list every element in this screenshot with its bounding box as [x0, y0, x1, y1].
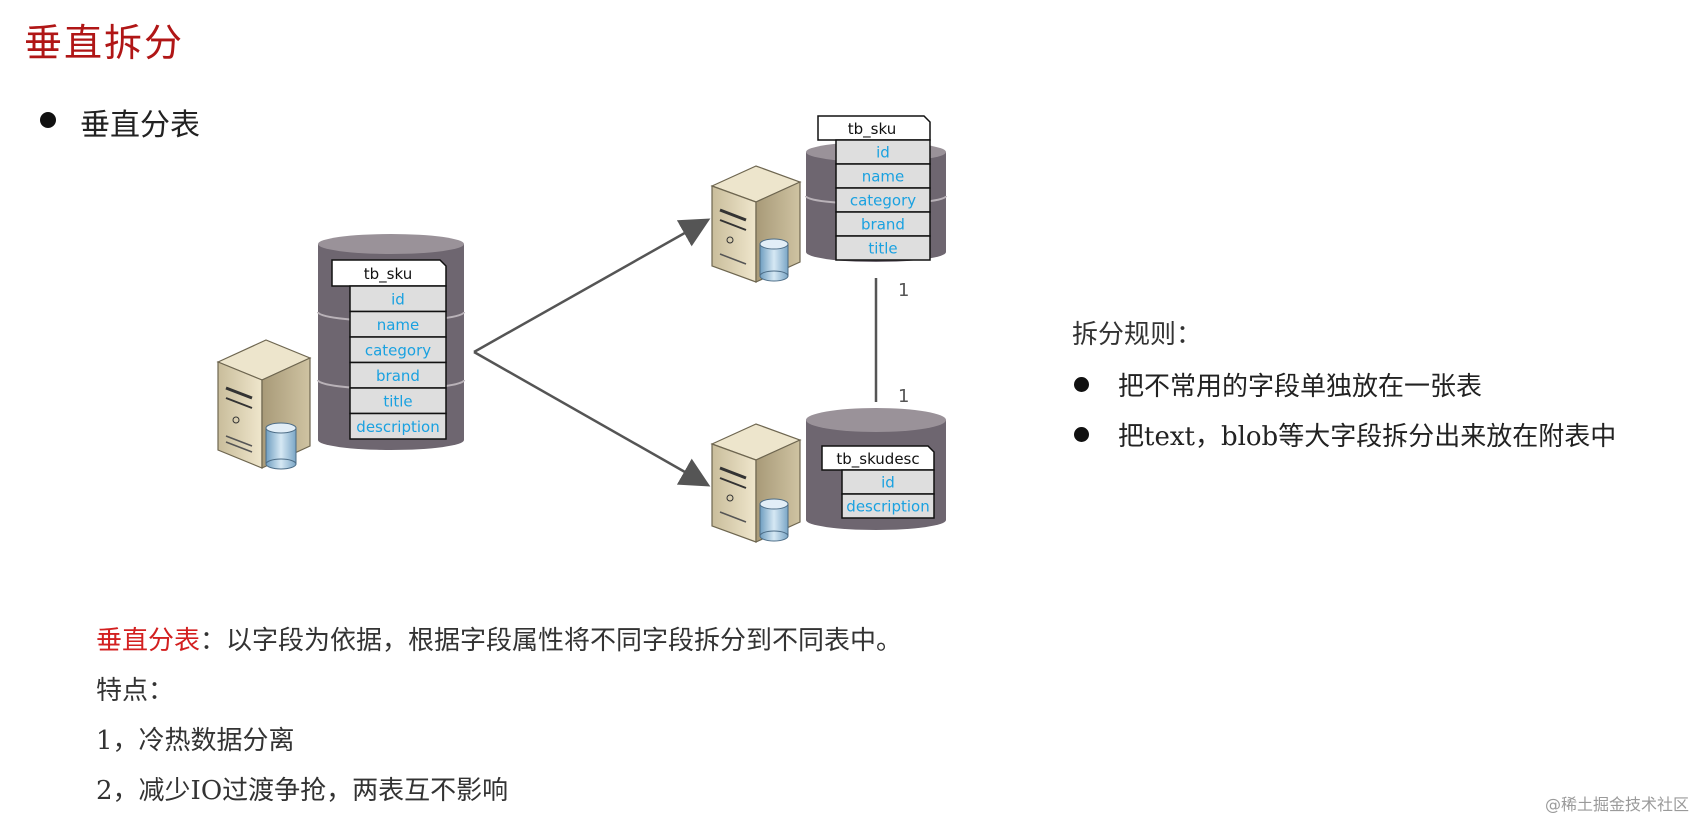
table-field-row: id	[835, 139, 931, 165]
bullet-dot	[1074, 427, 1089, 442]
rule-item: 把不常用的字段单独放在一张表	[1118, 372, 1483, 402]
table-field-row: name	[835, 163, 931, 189]
table-field-row: category	[835, 187, 931, 213]
relation-label-bottom: 1	[898, 386, 909, 407]
table-field-row: category	[349, 336, 447, 364]
target-server-icon-top	[710, 165, 802, 283]
field-name: name	[377, 316, 420, 334]
table-field-row: name	[349, 310, 447, 338]
definition-term: 垂直分表	[96, 626, 201, 656]
vertical-split-diagram: tb_sku id name category brand title descripti…	[216, 115, 947, 543]
table-field-row: title	[349, 387, 447, 415]
definition: 垂直分表：以字段为依据，根据字段属性将不同字段拆分到不同表中。	[96, 620, 902, 657]
field-name: id	[876, 143, 890, 161]
bullet-dot	[40, 112, 56, 128]
table-field-row: id	[349, 285, 447, 313]
watermark: @稀土掘金技术社区	[1544, 795, 1689, 814]
field-name: brand	[861, 215, 905, 233]
target-server-icon-bottom	[710, 423, 802, 543]
section-heading: 垂直分表	[80, 108, 200, 143]
table-field-row: brand	[835, 211, 931, 237]
field-name: description	[356, 418, 439, 436]
field-name: brand	[376, 367, 420, 385]
source-server-icon	[216, 339, 312, 470]
table-field-row: description	[841, 493, 935, 519]
table-field-row: brand	[349, 361, 447, 389]
target-table-bottom-name: tb_skudesc	[836, 450, 919, 469]
definition-text: ：以字段为依据，根据字段属性将不同字段拆分到不同表中。	[200, 626, 903, 656]
field-name: description	[846, 497, 929, 515]
arrow-to-top	[473, 218, 711, 354]
field-name: id	[391, 290, 405, 308]
field-name: name	[862, 167, 905, 185]
table-field-row: title	[835, 235, 931, 261]
target-table-bottom: tb_skudesc id description	[821, 445, 935, 519]
page-title: 垂直拆分	[24, 21, 185, 65]
source-table-name: tb_sku	[364, 265, 412, 284]
field-name: category	[850, 191, 916, 209]
rules-title: 拆分规则：	[1072, 320, 1203, 350]
table-field-row: description	[349, 412, 447, 440]
relation-label-top: 1	[898, 280, 909, 301]
feature-item: 1，冷热数据分离	[96, 726, 295, 756]
field-name: id	[881, 473, 895, 491]
features-heading: 特点：	[96, 676, 175, 706]
target-table-top: tb_sku id name category brand title	[817, 115, 931, 261]
arrow-to-bottom	[473, 350, 711, 487]
bullet-dot	[1074, 377, 1089, 392]
source-table: tb_sku id name category brand title descripti…	[331, 259, 447, 440]
field-name: title	[868, 239, 897, 257]
feature-item: 2，减少IO过渡争抢，两表互不影响	[96, 776, 509, 806]
field-name: category	[365, 341, 431, 359]
rule-item: 把text，blob等大字段拆分出来放在附表中	[1118, 422, 1617, 452]
field-name: title	[383, 392, 412, 410]
target-table-top-name: tb_sku	[848, 120, 896, 139]
table-field-row: id	[841, 469, 935, 495]
